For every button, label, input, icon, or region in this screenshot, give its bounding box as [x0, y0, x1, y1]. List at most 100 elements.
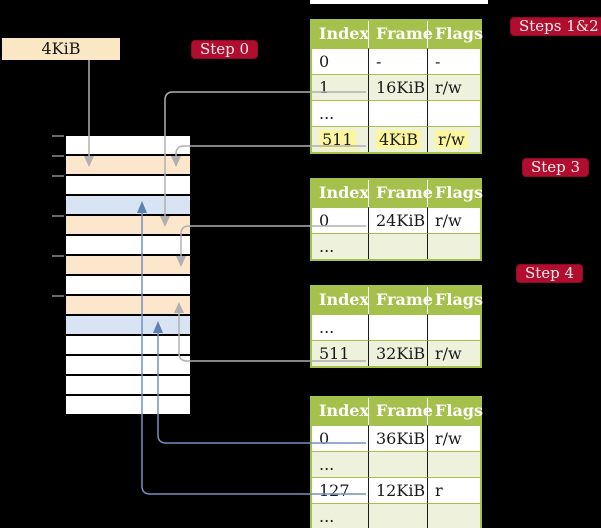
table-cell: 511 — [312, 126, 368, 152]
table-row: 127 12KiB r — [312, 477, 480, 503]
table-cell — [368, 503, 427, 528]
table-cell — [427, 451, 480, 477]
table-cell: - — [368, 48, 427, 74]
table-cell — [368, 233, 427, 259]
table-cell: r/w — [427, 425, 480, 451]
table-cell: 16KiB — [368, 74, 427, 100]
memory-frame-white — [66, 176, 190, 194]
table-row: ... — [312, 314, 480, 340]
cell-text: 511 — [319, 344, 350, 363]
cell-text: 0 — [319, 429, 330, 448]
cell-text: r/w — [435, 344, 462, 363]
cell-text: 127 — [319, 481, 350, 500]
cell-text: 36KiB — [376, 429, 426, 448]
table-cell: ... — [312, 503, 368, 528]
step-3-badge: Step 3 — [522, 158, 590, 177]
memory-frame-white — [66, 396, 190, 414]
cell-text: ... — [319, 507, 335, 526]
cell-text: - — [435, 52, 441, 71]
cell-text: 0 — [319, 52, 330, 71]
table-row: 511 32KiB r/w — [312, 340, 480, 366]
step-4-badge: Step 4 — [516, 264, 584, 283]
cell-text: ... — [319, 237, 335, 256]
table-cell — [368, 451, 427, 477]
cell-text: 511 — [319, 130, 356, 149]
memory-frame-white — [66, 136, 190, 154]
memory-frame-peach — [66, 296, 190, 314]
table-cell: 36KiB — [368, 425, 427, 451]
cell-text: ... — [319, 455, 335, 474]
memory-frame-peach — [66, 216, 190, 234]
frame-tick-marks — [52, 135, 64, 297]
table-cell: 511 — [312, 340, 368, 366]
cell-text: r/w — [435, 130, 468, 149]
step-0-badge: Step 0 — [191, 40, 259, 59]
physical-memory-stack — [66, 136, 190, 414]
cell-text: r/w — [435, 429, 462, 448]
cell-text: r/w — [435, 78, 462, 97]
table-cell — [427, 100, 480, 126]
memory-frame-white — [66, 236, 190, 254]
column-header: Index — [319, 183, 370, 202]
cell-text: 12KiB — [376, 481, 426, 500]
table-cell: 127 — [312, 477, 368, 503]
memory-frame-peach — [66, 156, 190, 174]
cell-text: 16KiB — [376, 78, 426, 97]
cell-text: 4KiB — [376, 130, 422, 149]
memory-frame-white — [66, 376, 190, 394]
table-cell: 0 — [312, 425, 368, 451]
memory-frame-peach — [66, 256, 190, 274]
cell-text: ... — [319, 318, 335, 337]
table-cell: 32KiB — [368, 340, 427, 366]
table-row: ... — [312, 233, 480, 259]
table-row: ... — [312, 503, 480, 528]
column-header: Frame — [368, 398, 433, 425]
table-row: 0 36KiB r/w — [312, 425, 480, 451]
table-cell: r — [427, 477, 480, 503]
column-header: Index — [319, 290, 370, 309]
cell-text: ... — [319, 104, 335, 123]
column-header: Frame — [368, 287, 433, 314]
cell-text: r/w — [435, 211, 462, 230]
table-cell: r/w — [427, 340, 480, 366]
steps-1-2-badge: Steps 1&2 — [510, 17, 601, 36]
table-cell: r/w — [427, 207, 480, 233]
table-cell: - — [427, 48, 480, 74]
column-header: Index — [319, 24, 370, 43]
table-cell: 24KiB — [368, 207, 427, 233]
table-cell — [427, 233, 480, 259]
table-cell: r/w — [427, 74, 480, 100]
table-cell: 4KiB — [368, 126, 427, 152]
memory-frame-white — [66, 336, 190, 354]
table-cell — [427, 314, 480, 340]
cell-text: r — [435, 481, 443, 500]
cell-text: 24KiB — [376, 211, 426, 230]
table-cell: 12KiB — [368, 477, 427, 503]
memory-frame-blue — [66, 196, 190, 214]
cutoff-table-sliver — [310, 0, 488, 4]
column-header: Flags — [427, 398, 483, 425]
table-row: ... — [312, 100, 480, 126]
column-header: Frame — [368, 180, 433, 207]
memory-frame-white — [66, 356, 190, 374]
column-header: Flags — [427, 180, 483, 207]
column-header: Index — [319, 401, 370, 420]
table-row: ... — [312, 451, 480, 477]
table-cell: ... — [312, 451, 368, 477]
table-cell: ... — [312, 314, 368, 340]
table-row: 511 4KiB r/w — [312, 126, 480, 152]
table-cell — [368, 100, 427, 126]
cell-text: - — [376, 52, 382, 71]
table-cell — [427, 503, 480, 528]
